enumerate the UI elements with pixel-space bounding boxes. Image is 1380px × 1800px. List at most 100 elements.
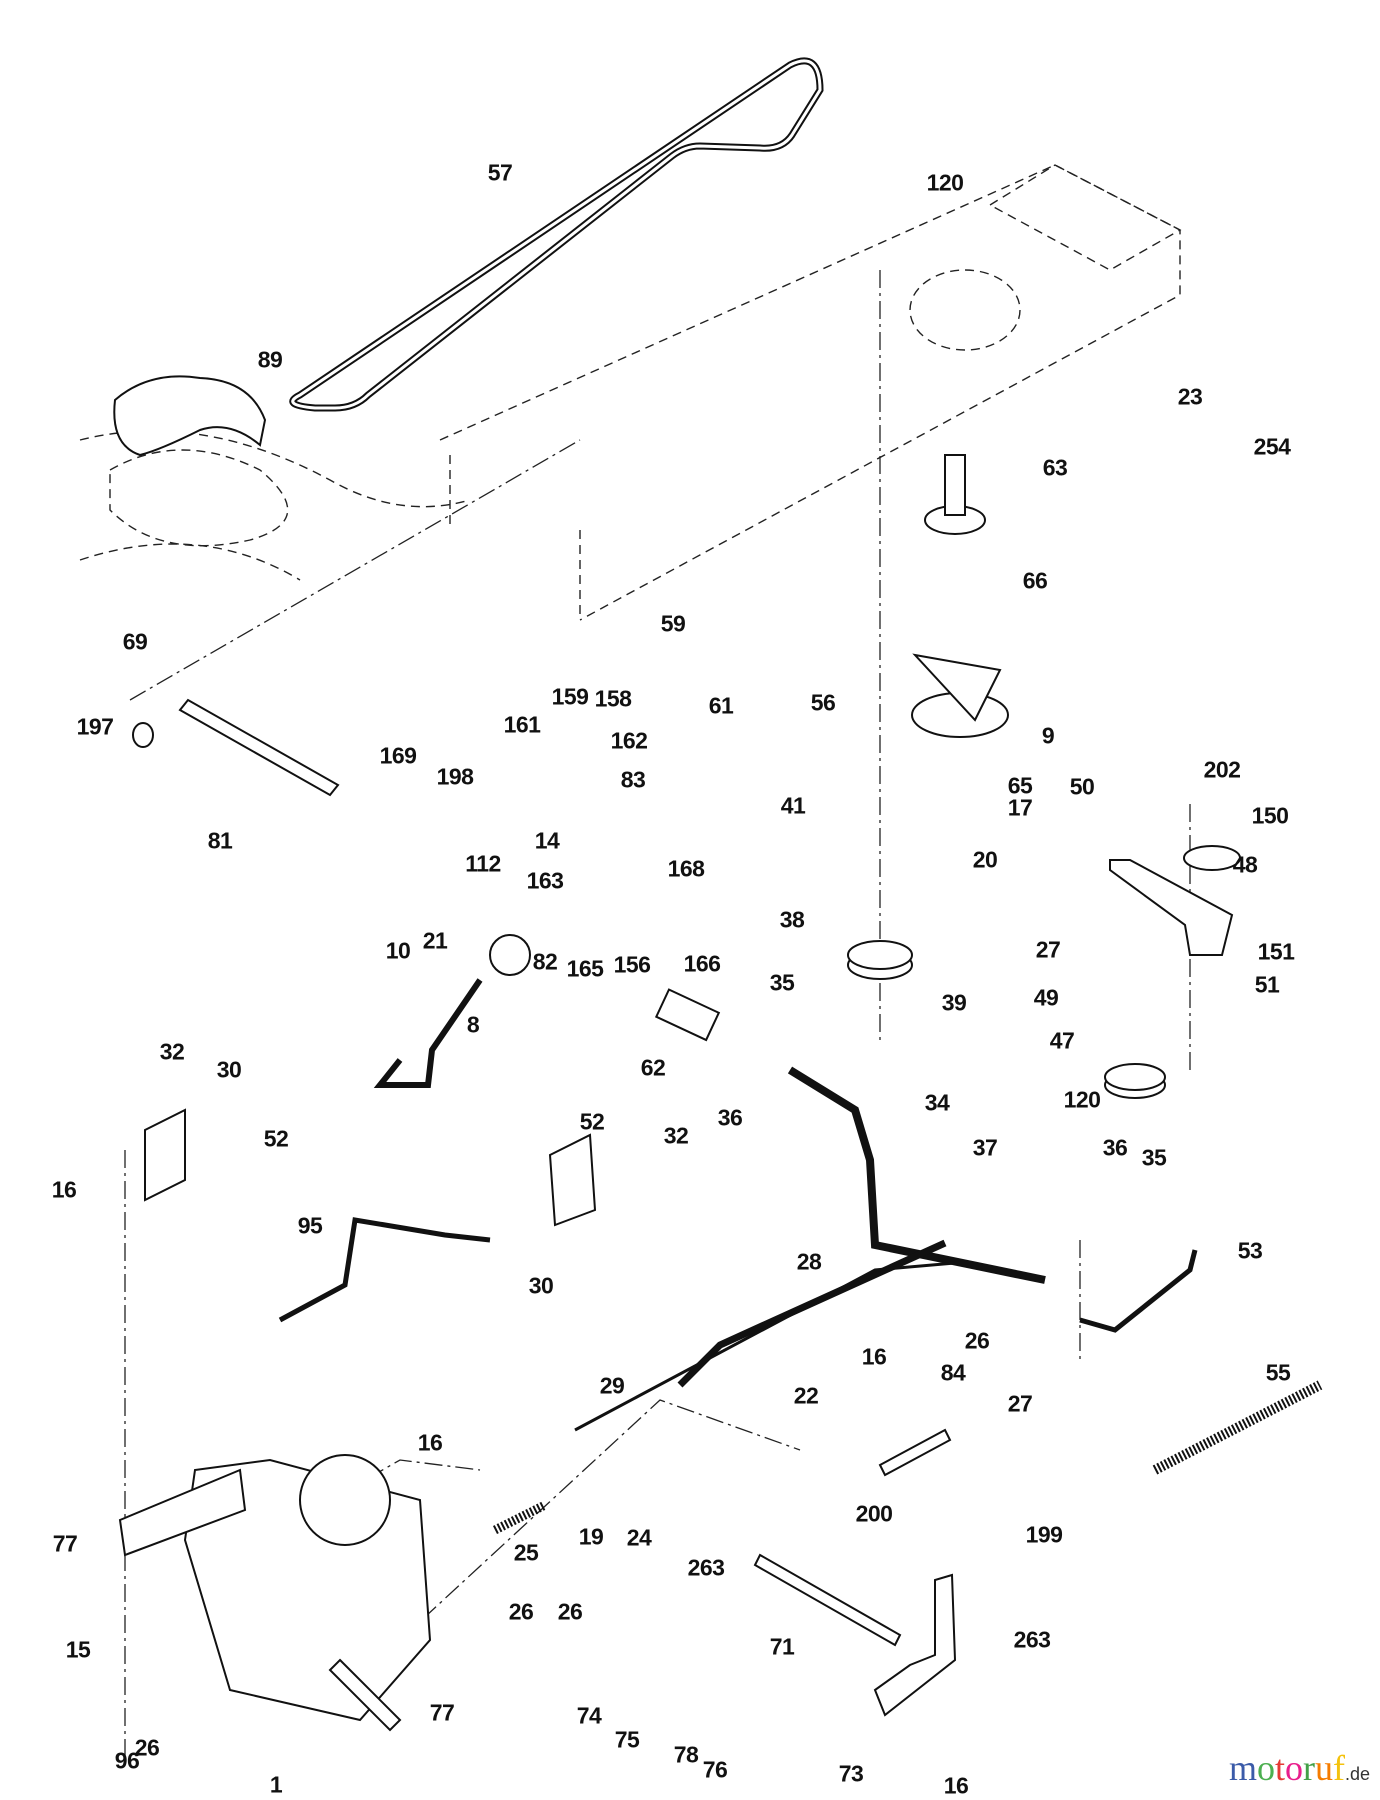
pulley-47 (1104, 1063, 1166, 1099)
knob-21 (489, 934, 531, 976)
callout-30: 30 (528, 1272, 554, 1299)
callout-120: 120 (1063, 1086, 1101, 1113)
callout-96: 96 (114, 1747, 140, 1774)
logo-letter: r (1302, 1748, 1315, 1788)
callout-37: 37 (972, 1134, 998, 1161)
callout-15: 15 (65, 1636, 91, 1663)
callout-78: 78 (673, 1741, 699, 1768)
callout-24: 24 (626, 1524, 652, 1551)
callout-83: 83 (620, 766, 646, 793)
pulley-38 (847, 940, 913, 980)
callout-161: 161 (503, 711, 541, 738)
callout-59: 59 (660, 610, 686, 637)
callout-36: 36 (1102, 1134, 1128, 1161)
callout-62: 62 (640, 1054, 666, 1081)
callout-41: 41 (780, 792, 806, 819)
callout-69: 69 (122, 628, 148, 655)
logo-letter: t (1274, 1748, 1285, 1788)
callout-39: 39 (941, 989, 967, 1016)
callout-168: 168 (667, 855, 705, 882)
callout-26: 26 (557, 1598, 583, 1625)
logo-letter: u (1314, 1748, 1333, 1788)
callout-55: 55 (1265, 1359, 1291, 1386)
callout-198: 198 (436, 763, 474, 790)
callout-66: 66 (1022, 567, 1048, 594)
callout-81: 81 (207, 827, 233, 854)
rod-22 (574, 1261, 956, 1432)
bracket-30-center (548, 1133, 597, 1227)
callout-65: 65 (1007, 772, 1033, 799)
callout-16: 16 (943, 1772, 969, 1799)
callout-26: 26 (134, 1734, 160, 1761)
spring-55 (1152, 1380, 1323, 1475)
rod-34 (787, 1066, 1046, 1284)
brake-rod-71 (753, 1553, 902, 1647)
callout-51: 51 (1254, 971, 1280, 998)
bracket-30-left (144, 1108, 186, 1202)
callout-84: 84 (940, 1359, 966, 1386)
callout-166: 166 (683, 950, 721, 977)
lever-8 (373, 978, 483, 1088)
callout-10: 10 (385, 937, 411, 964)
callout-27: 27 (1007, 1390, 1033, 1417)
callout-27: 27 (1035, 936, 1061, 963)
callout-77: 77 (429, 1699, 455, 1726)
callout-120: 120 (926, 169, 964, 196)
callout-32: 32 (159, 1038, 185, 1065)
callout-71: 71 (769, 1633, 795, 1660)
callout-82: 82 (532, 948, 558, 975)
callout-156: 156 (613, 951, 651, 978)
logo-letter: m (1228, 1748, 1257, 1788)
callout-61: 61 (708, 692, 734, 719)
callout-197: 197 (76, 713, 114, 740)
callout-22: 22 (793, 1382, 819, 1409)
callout-163: 163 (526, 867, 564, 894)
assembly-center-lines (124, 270, 1191, 1770)
callout-263: 263 (687, 1554, 725, 1581)
callout-35: 35 (769, 969, 795, 996)
motoruf-watermark-logo: motoruf.de (1229, 1750, 1370, 1786)
callout-159: 159 (551, 683, 589, 710)
callout-32: 32 (663, 1122, 689, 1149)
callout-29: 29 (599, 1372, 625, 1399)
callout-26: 26 (508, 1598, 534, 1625)
logo-tld: .de (1344, 1764, 1370, 1784)
callout-95: 95 (297, 1212, 323, 1239)
callout-36: 36 (717, 1104, 743, 1131)
callout-74: 74 (576, 1702, 602, 1729)
callout-1: 1 (269, 1771, 283, 1798)
bracket-73 (873, 1573, 957, 1717)
transaxle-1 (118, 1454, 432, 1732)
callout-165: 165 (566, 955, 604, 982)
seat-pan-89 (113, 375, 267, 457)
callout-17: 17 (1007, 794, 1033, 821)
rod-53 (1079, 1249, 1198, 1333)
callout-49: 49 (1033, 984, 1059, 1011)
callout-112: 112 (465, 850, 501, 877)
callout-48: 48 (1232, 851, 1258, 878)
callout-254: 254 (1253, 433, 1291, 460)
electric-clutch-9 (911, 653, 1009, 738)
callout-52: 52 (263, 1125, 289, 1152)
callout-21: 21 (422, 927, 448, 954)
callout-199: 199 (1025, 1521, 1063, 1548)
idler-150 (1183, 845, 1241, 871)
idler-arm-48 (1109, 859, 1234, 956)
callout-89: 89 (257, 346, 283, 373)
callout-28: 28 (796, 1248, 822, 1275)
pulley-63 (924, 454, 986, 535)
callout-30: 30 (216, 1056, 242, 1083)
rod-28 (677, 1239, 947, 1388)
rod-95 (278, 1217, 491, 1323)
bushing-197 (132, 722, 154, 748)
callout-169: 169 (379, 742, 417, 769)
spring-25 (492, 1500, 548, 1535)
callout-151: 151 (1257, 938, 1295, 965)
callout-16: 16 (51, 1176, 77, 1203)
callout-73: 73 (838, 1760, 864, 1787)
callout-50: 50 (1069, 773, 1095, 800)
logo-letter: o (1256, 1748, 1275, 1788)
callout-75: 75 (614, 1726, 640, 1753)
callout-35: 35 (1141, 1144, 1167, 1171)
